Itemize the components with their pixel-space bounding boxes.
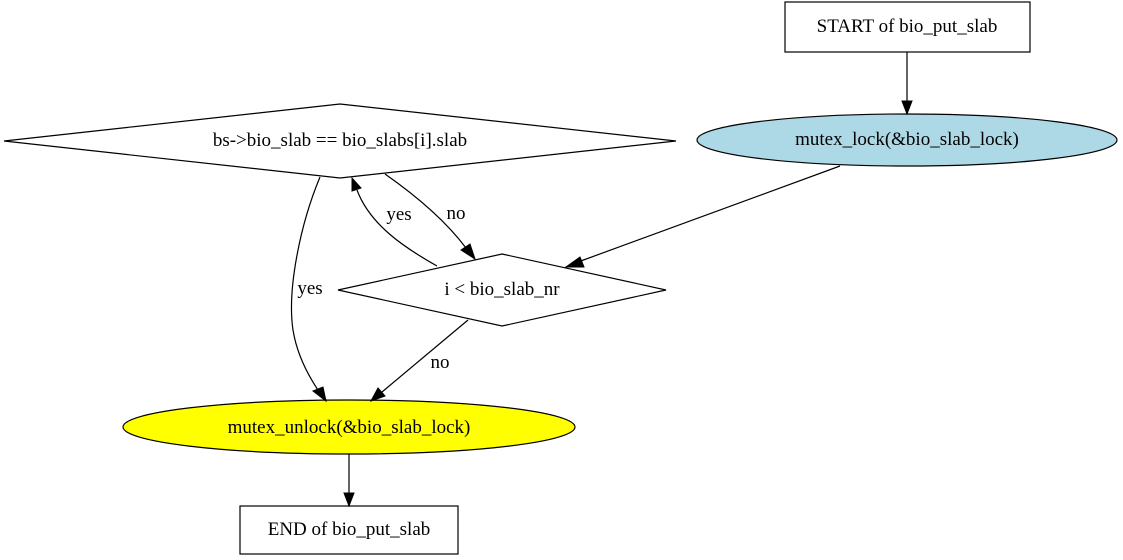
node-lock: mutex_lock(&bio_slab_lock) <box>696 113 1118 167</box>
node-end-box <box>239 505 459 555</box>
edge-loop-to-unlock-line <box>381 319 469 393</box>
edge-lock-to-loop <box>564 165 841 268</box>
edge-cmp-to-loop-label: no <box>447 203 466 224</box>
arrowhead-icon <box>351 176 362 192</box>
node-unlock: mutex_unlock(&bio_slab_lock) <box>122 399 576 455</box>
node-loop-cond-label: i < bio_slab_nr <box>444 279 560 300</box>
arrowhead-icon <box>460 243 476 261</box>
arrowhead-icon <box>311 386 327 403</box>
edge-loop-to-unlock: no <box>369 319 469 402</box>
node-lock-label: mutex_lock(&bio_slab_lock) <box>795 129 1019 150</box>
node-loop-cond: i < bio_slab_nr <box>337 253 667 327</box>
node-loop-cond-diamond <box>337 253 667 327</box>
node-end-label: END of bio_put_slab <box>268 519 431 540</box>
edge-loop-to-unlock-label: no <box>431 352 450 373</box>
edge-loop-to-cmp: yes <box>351 176 438 267</box>
node-start-label: START of bio_put_slab <box>817 16 998 37</box>
node-start-box <box>784 1 1031 53</box>
edge-lock-to-loop-line <box>577 165 841 263</box>
edge-loop-to-cmp-line <box>356 189 438 267</box>
node-slab-cmp-label: bs->bio_slab == bio_slabs[i].slab <box>213 130 467 151</box>
node-slab-cmp-diamond <box>3 103 677 179</box>
edge-cmp-to-unlock-line <box>290 176 321 391</box>
node-start: START of bio_put_slab <box>784 1 1031 53</box>
arrowhead-icon <box>343 492 355 508</box>
edge-cmp-to-unlock-label: yes <box>297 278 322 299</box>
node-end: END of bio_put_slab <box>239 505 459 555</box>
node-slab-cmp: bs->bio_slab == bio_slabs[i].slab <box>3 103 677 179</box>
edge-loop-to-cmp-label: yes <box>386 204 411 225</box>
edge-cmp-to-loop-line <box>384 173 467 249</box>
edge-cmp-to-loop: no <box>384 173 476 261</box>
node-unlock-label: mutex_unlock(&bio_slab_lock) <box>228 417 471 438</box>
edge-start-to-lock <box>901 52 913 116</box>
arrowhead-icon <box>564 256 585 268</box>
arrowhead-icon <box>369 387 386 402</box>
arrowhead-icon <box>901 100 913 116</box>
edge-unlock-to-end <box>343 454 355 508</box>
edge-cmp-to-unlock: yes <box>290 176 327 403</box>
